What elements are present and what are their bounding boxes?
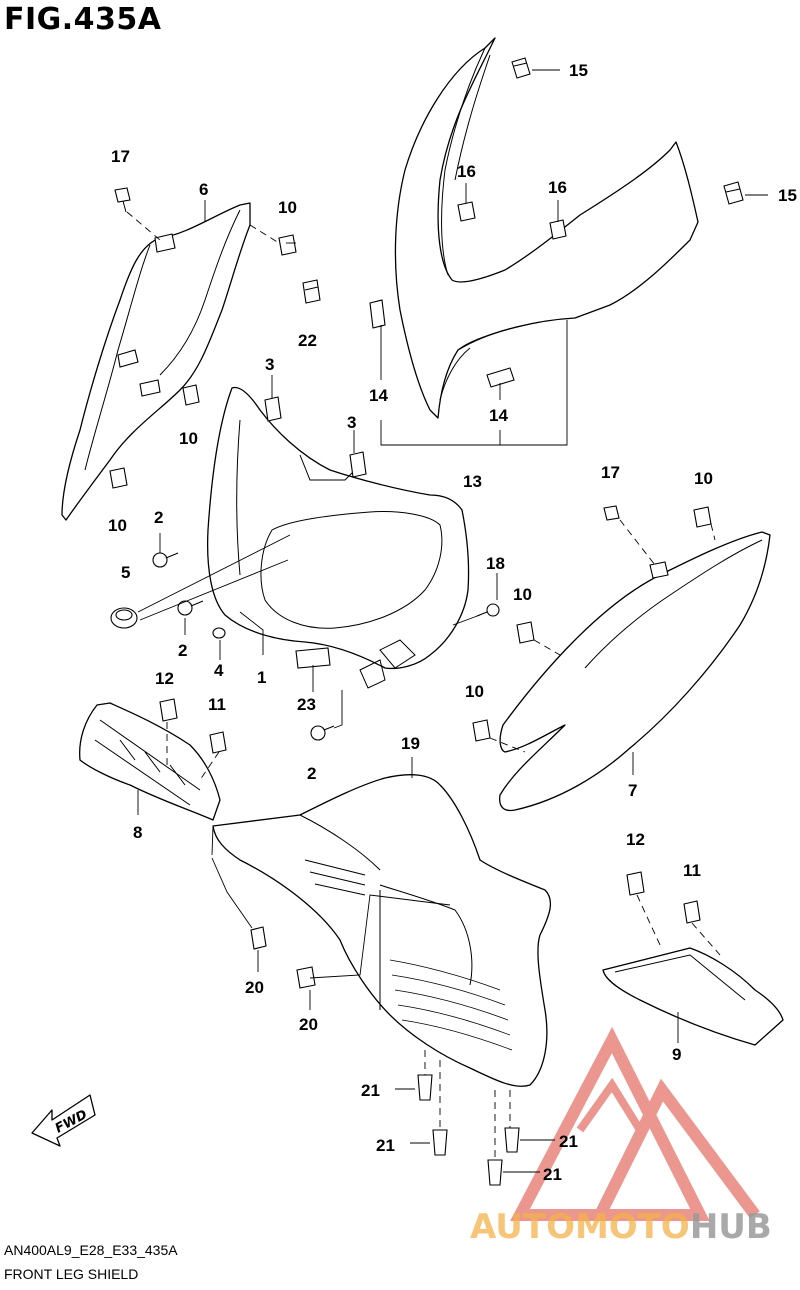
screw-17-right — [603, 505, 620, 521]
screw-18 — [476, 603, 500, 617]
callout-20: 20 — [299, 1015, 318, 1034]
watermark-text-automoto: AUTOMOTO — [470, 1207, 690, 1247]
bolt-21-d — [487, 1159, 503, 1186]
watermark-wordmark: AUTOMOTOHUB — [470, 1207, 772, 1247]
callout-5: 5 — [121, 563, 130, 582]
callout-2: 2 — [178, 641, 187, 660]
callout-15: 15 — [778, 186, 797, 205]
nut-11-left — [209, 731, 227, 754]
callout-19: 19 — [401, 734, 420, 753]
callout-16: 16 — [457, 162, 476, 181]
callout-12: 12 — [155, 669, 174, 688]
callout-1: 1 — [257, 668, 266, 687]
bolt-21-a — [417, 1074, 433, 1101]
callout-6: 6 — [199, 180, 208, 199]
bolt-21-c — [504, 1127, 520, 1153]
callout-4: 4 — [214, 661, 224, 680]
bolt-2-b — [177, 600, 204, 616]
clip-3-b — [349, 451, 367, 478]
bolt-2-c — [310, 725, 335, 741]
svg-text:AUTOMOTOHUB: AUTOMOTOHUB — [470, 1207, 772, 1247]
watermark-text-hub: HUB — [690, 1207, 772, 1247]
callout-22: 22 — [298, 331, 317, 350]
lower-cover-9 — [602, 947, 784, 1046]
watermark-logo — [510, 1026, 760, 1221]
callout-10: 10 — [179, 429, 198, 448]
callout-10: 10 — [694, 469, 713, 488]
callout-2: 2 — [154, 508, 163, 527]
clip-15-right — [723, 181, 744, 205]
callout-13: 13 — [463, 472, 482, 491]
screw-17-left — [114, 187, 131, 213]
bolt-21-b — [432, 1129, 448, 1156]
nut-10-b — [182, 384, 200, 406]
model-code: AN400AL9_E28_E33_435A — [4, 1242, 178, 1258]
lower-shield-19 — [212, 774, 552, 1087]
leader-lines — [137, 69, 768, 1173]
nut-10-a — [278, 234, 297, 256]
clip-20-a — [250, 926, 267, 950]
callout-8: 8 — [133, 823, 142, 842]
callout-16: 16 — [548, 178, 567, 197]
inner-housing-1 — [206, 386, 470, 689]
callout-21: 21 — [543, 1165, 562, 1184]
bolt-2-a — [152, 552, 179, 568]
callout-numbers: 15 15 16 16 17 17 6 10 10 10 10 10 10 22… — [108, 61, 797, 1184]
emblem-22 — [302, 279, 321, 304]
clip-20-b — [296, 966, 316, 989]
callout-18: 18 — [486, 554, 505, 573]
figure-title: FIG.435A — [4, 2, 162, 37]
front-cover-13 — [394, 37, 699, 419]
callout-17: 17 — [111, 147, 130, 166]
clip-3-a — [264, 396, 282, 422]
callout-11: 11 — [208, 695, 226, 714]
callout-14: 14 — [489, 406, 508, 425]
clip-16-right — [549, 219, 567, 240]
clip-16-left — [457, 201, 476, 222]
side-panel-7 — [499, 531, 771, 812]
callout-3: 3 — [347, 413, 356, 432]
pad-23 — [295, 647, 331, 669]
nut-12-right — [626, 871, 645, 896]
callout-14: 14 — [369, 386, 388, 405]
pad-14-right — [486, 367, 515, 388]
callout-11: 11 — [683, 861, 701, 880]
callout-12: 12 — [626, 830, 645, 849]
callout-2: 2 — [307, 764, 316, 783]
nut-10-f — [472, 719, 491, 742]
callout-3: 3 — [265, 355, 274, 374]
nut-10-e — [516, 621, 535, 644]
nut-10-c — [109, 467, 128, 489]
callout-7: 7 — [628, 781, 637, 800]
nut-10-d — [693, 506, 712, 528]
callout-9: 9 — [672, 1045, 681, 1064]
dashed-lines — [126, 211, 721, 1160]
clip-15-top — [511, 57, 531, 79]
pad-14-left — [369, 299, 386, 329]
callout-17: 17 — [601, 463, 620, 482]
callout-21: 21 — [361, 1081, 380, 1100]
figure-name: FRONT LEG SHIELD — [4, 1266, 139, 1282]
washer-4 — [212, 627, 226, 639]
nut-11-right — [683, 900, 701, 924]
grommet-5 — [110, 607, 138, 629]
callout-10: 10 — [108, 516, 127, 535]
callout-23: 23 — [297, 695, 316, 714]
duct-8 — [79, 702, 221, 821]
callout-10: 10 — [513, 585, 532, 604]
nut-12-left — [159, 698, 178, 722]
callout-20: 20 — [245, 978, 264, 997]
callout-21: 21 — [376, 1136, 395, 1155]
fwd-arrow-icon: FWD — [31, 1094, 96, 1147]
callout-15: 15 — [569, 61, 588, 80]
callout-10: 10 — [278, 198, 297, 217]
callout-10: 10 — [465, 682, 484, 701]
side-panel-6 — [61, 202, 251, 521]
callout-21: 21 — [559, 1132, 578, 1151]
